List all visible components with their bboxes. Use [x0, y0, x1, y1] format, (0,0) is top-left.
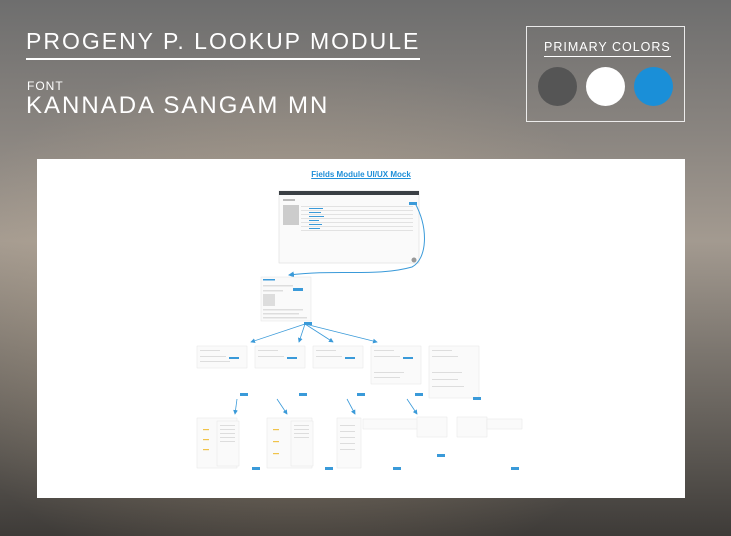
screen-table-view	[278, 190, 420, 264]
color-swatch-blue	[634, 67, 673, 106]
mockup-title: Fields Module UI/UX Mock	[311, 170, 411, 179]
color-swatch-white	[586, 67, 625, 106]
page-title: PROGENY P. LOOKUP MODULE	[26, 28, 421, 60]
flow-diagram	[196, 190, 523, 470]
primary-colors-panel: PRIMARY COLORS	[526, 26, 685, 122]
primary-colors-title: PRIMARY COLORS	[544, 40, 671, 57]
font-name: KANNADA SANGAM MN	[26, 92, 330, 119]
screens-level-3	[196, 416, 523, 469]
mockup-panel: Fields Module UI/UX Mock	[37, 159, 685, 498]
font-label: FONT	[27, 79, 64, 93]
screen-form	[260, 276, 312, 325]
color-swatch-dark-gray	[538, 67, 577, 106]
